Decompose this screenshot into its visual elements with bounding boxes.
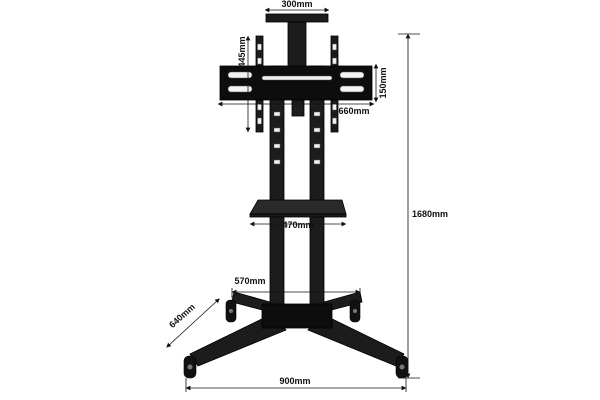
- dimension-lines: [166, 7, 420, 392]
- label-base-width: 900mm: [279, 376, 310, 386]
- label-total-height: 1680mm: [412, 209, 448, 219]
- middle-shelf: [249, 199, 347, 218]
- top-bracket: [265, 13, 329, 67]
- label-inner-base-width: 570mm: [234, 276, 265, 286]
- label-bracket-height: 150mm: [378, 67, 388, 98]
- casters: [183, 299, 409, 379]
- base-frame: [189, 291, 405, 367]
- caster-back-right: [349, 299, 361, 323]
- label-vesa-height: 445mm: [237, 36, 247, 67]
- label-top-width: 300mm: [281, 0, 312, 9]
- mounting-bracket: [219, 65, 373, 117]
- caster-back-left: [225, 299, 237, 323]
- caster-front-left: [183, 355, 197, 379]
- label-shelf-width: 470mm: [282, 220, 313, 230]
- upright-poles: [269, 65, 325, 311]
- label-bracket-width: 660mm: [338, 106, 369, 116]
- pole-holes: [273, 111, 321, 165]
- label-base-depth: 640mm: [167, 302, 197, 330]
- caster-front-right: [395, 355, 409, 379]
